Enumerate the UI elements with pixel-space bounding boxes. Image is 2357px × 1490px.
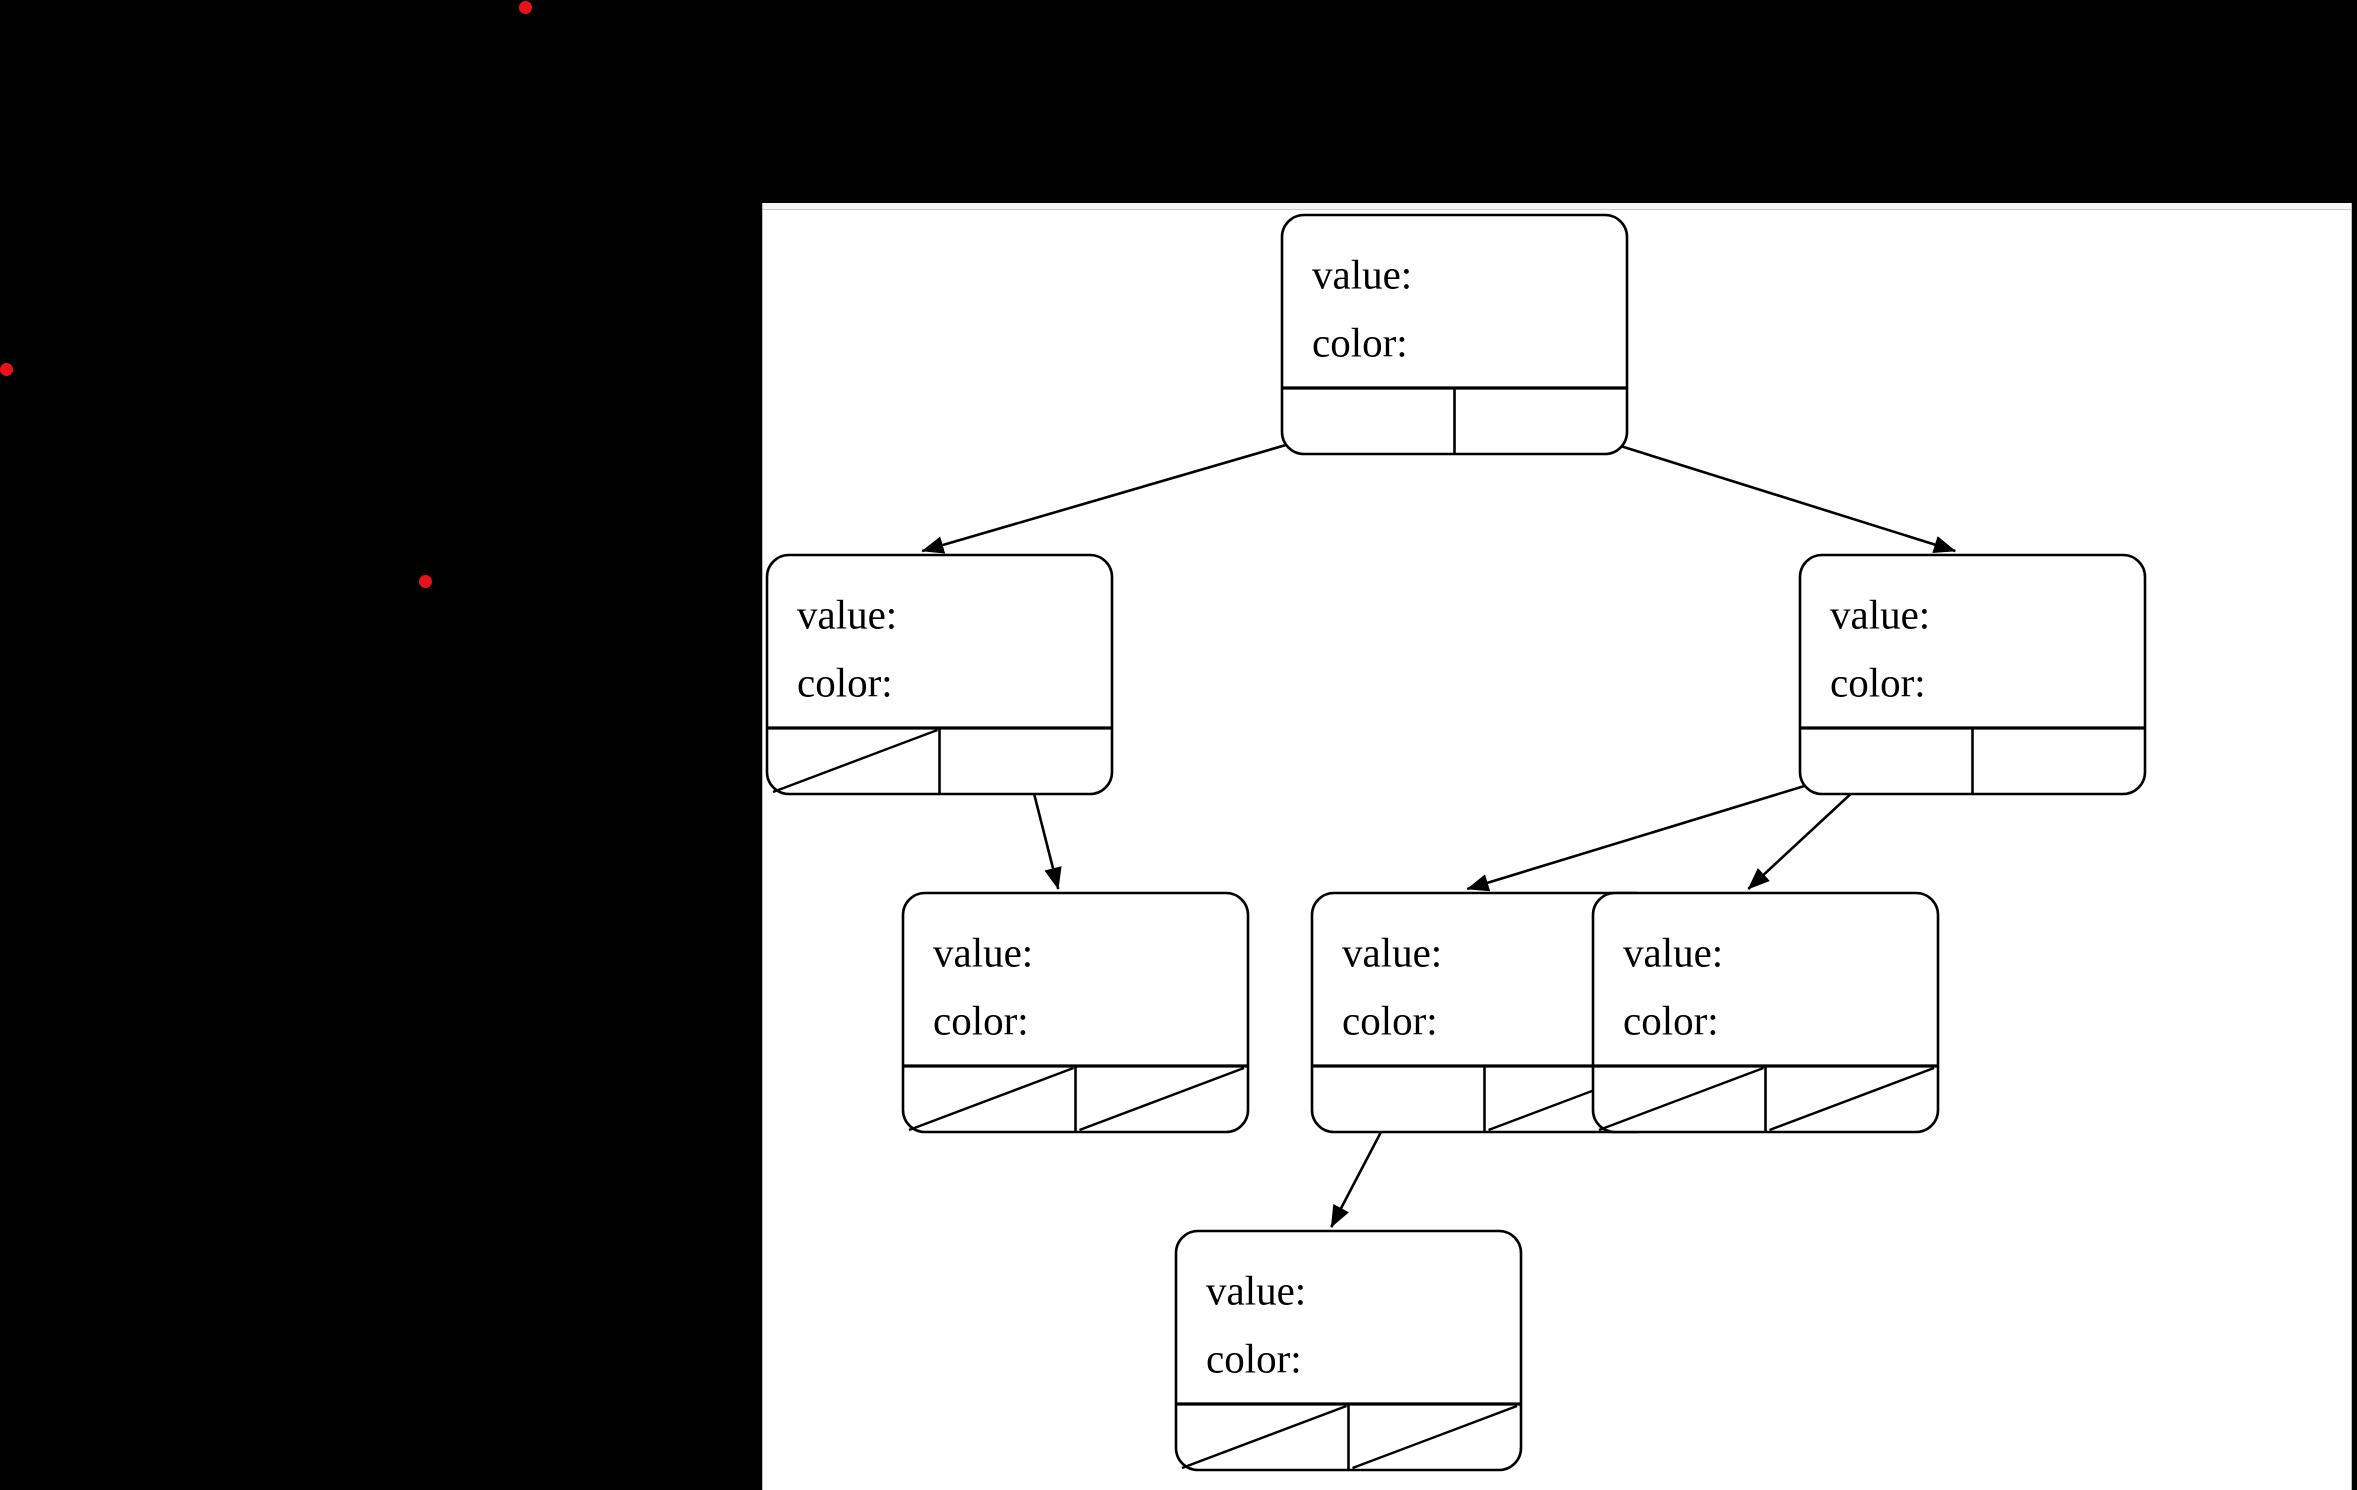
red-dot-top bbox=[519, 1, 532, 14]
null-slash-left bbox=[908, 1066, 1074, 1132]
red-dot-mid bbox=[419, 575, 432, 588]
node-color-label: color: bbox=[1206, 1335, 1302, 1381]
node-right-left[interactable]: value: color: bbox=[1310, 891, 1659, 1134]
node-value-label: value: bbox=[1623, 929, 1723, 975]
node-color-label: color: bbox=[1342, 997, 1438, 1043]
null-slash-right bbox=[1769, 1066, 1935, 1132]
node-value-label: value: bbox=[933, 929, 1033, 975]
node-value-label: value: bbox=[1830, 591, 1930, 637]
panel-topbar bbox=[763, 203, 2351, 210]
node-value-label: value: bbox=[797, 591, 897, 637]
node-color-label: color: bbox=[933, 997, 1029, 1043]
node-value-label: value: bbox=[1312, 251, 1412, 297]
null-slash-right bbox=[1352, 1404, 1518, 1470]
nodes-layer: value:color:value:color:value:color:valu… bbox=[765, 213, 2147, 1472]
red-dot-left bbox=[0, 363, 13, 376]
node-color-label: color: bbox=[797, 659, 893, 705]
node-right-right[interactable]: value: color: bbox=[1591, 891, 1940, 1134]
node-left[interactable]: value: color: bbox=[765, 553, 1114, 796]
node-value-label: value: bbox=[1342, 929, 1442, 975]
node-right[interactable]: value: color: bbox=[1798, 553, 2147, 796]
null-slash-left bbox=[772, 728, 938, 794]
node-color-label: color: bbox=[1623, 997, 1719, 1043]
node-left-right[interactable]: value: color: bbox=[901, 891, 1250, 1134]
node-color-label: color: bbox=[1312, 319, 1408, 365]
node-root[interactable]: value: color: bbox=[1280, 213, 1629, 456]
diagram-panel[interactable]: value:color:value:color:value:color:valu… bbox=[762, 203, 2352, 1490]
node-right-left-left[interactable]: value: color: bbox=[1174, 1229, 1523, 1472]
node-color-label: color: bbox=[1830, 659, 1926, 705]
tree-diagram-canvas[interactable]: value:color:value:color:value:color:valu… bbox=[763, 203, 2352, 1490]
null-slash-left bbox=[1181, 1404, 1347, 1470]
null-slash-left bbox=[1598, 1066, 1764, 1132]
node-value-label: value: bbox=[1206, 1267, 1306, 1313]
null-slash-right bbox=[1079, 1066, 1245, 1132]
